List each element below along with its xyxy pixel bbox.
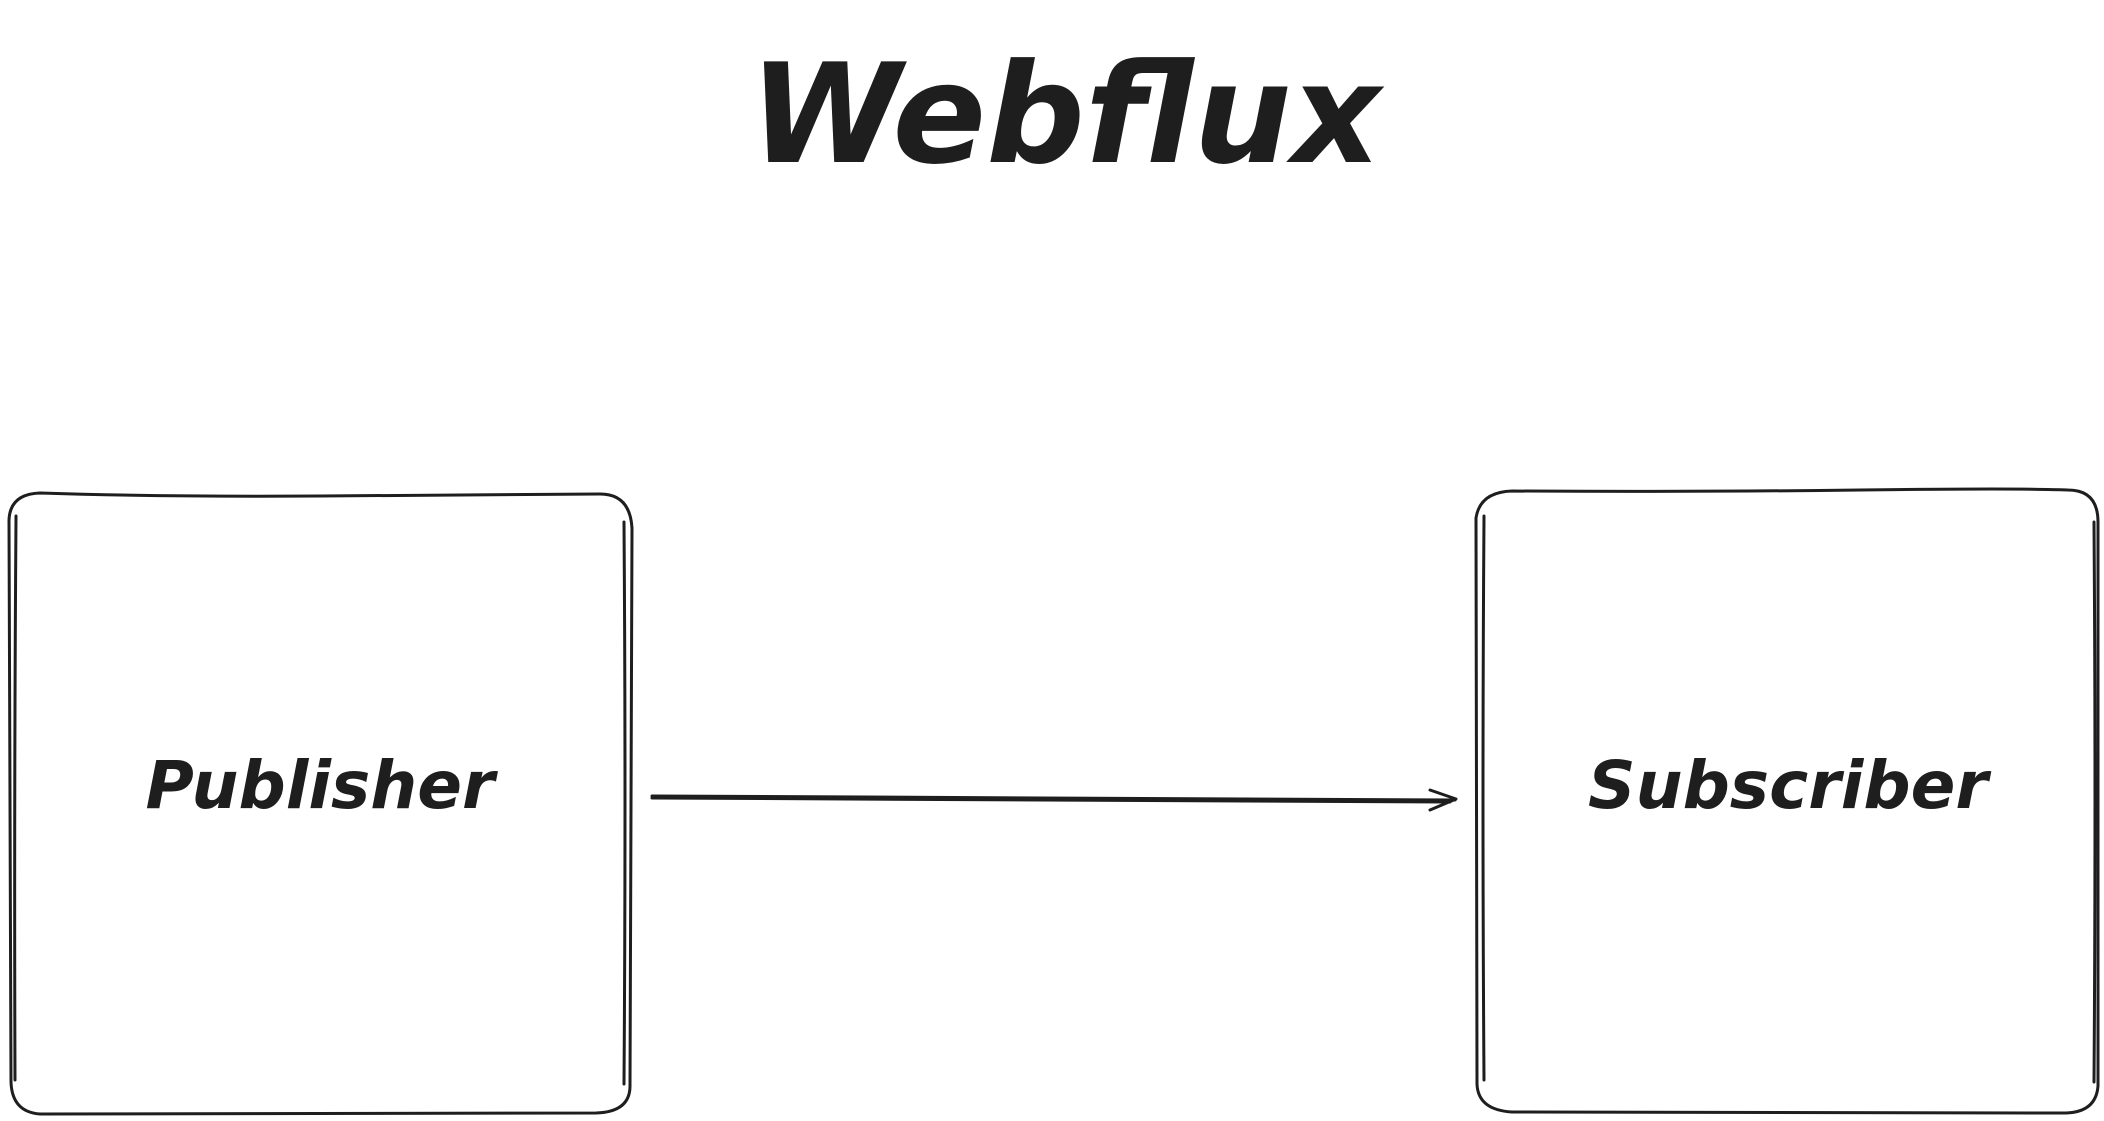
publisher-label: Publisher [145,747,498,824]
subscriber-label: Subscriber [1588,747,1991,824]
diagram-title: Webflux [749,34,1385,195]
publisher-node[interactable]: Publisher [7,491,634,1116]
arrow-shaft [650,794,1457,802]
publisher-box-outline-sketch [13,514,627,1086]
subscriber-box-outline-sketch [1481,514,2097,1084]
publisher-box-outline [7,491,634,1116]
publisher-to-subscriber-arrow [650,788,1458,812]
subscriber-node[interactable]: Subscriber [1474,487,2100,1115]
arrow-head [1428,788,1458,812]
subscriber-box-outline [1474,487,2100,1115]
arrow-shaft-sketch [650,796,1452,804]
